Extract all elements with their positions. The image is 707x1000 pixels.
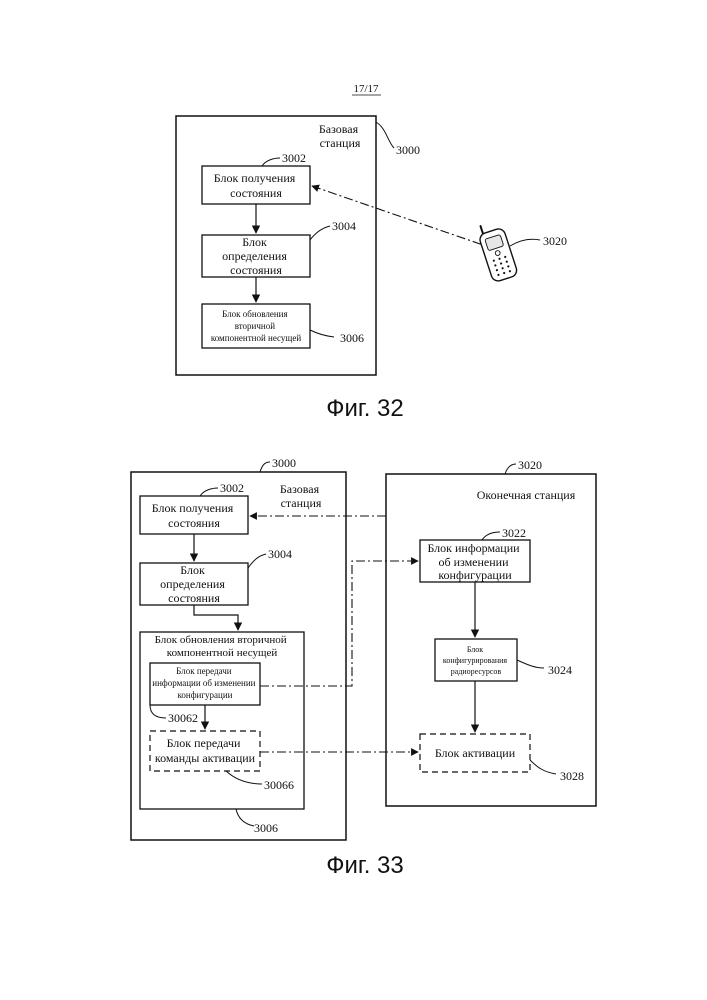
fig33-config-change-tx-label: Блок передачи информации об изменении ко… [152, 666, 257, 700]
fig33-state-determination-label: Блок определения состояния [160, 563, 228, 605]
fig32-state-acquisition-leader [262, 158, 280, 166]
fig33-config-change-tx-ref: 30062 [168, 711, 198, 725]
fig32-base-station-label: Базовая станция [319, 122, 361, 150]
fig33-state-determination-ref: 3004 [268, 547, 292, 561]
fig33-base-station-label: Базовая станция [280, 482, 322, 510]
fig32-scc-update-label: Блок обновления вторичной компонентной н… [211, 309, 302, 343]
fig33-link-cfgtx-to-info [260, 561, 418, 686]
fig33-config-change-info-leader [482, 532, 500, 540]
fig32-state-acquisition-label: Блок получения состояния [214, 171, 299, 200]
fig33-config-change-tx-leader [150, 705, 166, 718]
fig33-base-station-leader [260, 462, 270, 472]
fig33-scc-update-leader [236, 809, 254, 826]
fig33-activation-cmd-tx-leader [226, 771, 262, 784]
fig33-activation-cmd-tx-label: Блок передачи команды активации [155, 736, 256, 765]
fig33-base-station-ref: 3000 [272, 456, 296, 470]
fig33-state-acquisition-leader [200, 488, 218, 496]
page-number: 17/17 [353, 83, 379, 95]
fig33-activation-label: Блок активации [435, 746, 516, 760]
fig32-terminal-ref: 3020 [543, 234, 567, 248]
fig33-config-change-info-label: Блок информации об изменении конфигураци… [427, 541, 522, 582]
fig32-base-station-ref: 3000 [396, 143, 420, 157]
fig33-radio-config-ref: 3024 [548, 663, 572, 677]
fig32-base-station-leader [376, 122, 394, 148]
fig32-caption: Фиг. 32 [326, 395, 404, 422]
fig33-scc-update-ref: 3006 [254, 821, 278, 835]
fig33-scc-update-label: Блок обновления вторичной компонентной н… [155, 634, 290, 659]
fig33-state-acquisition-ref: 3002 [220, 481, 244, 495]
fig32-terminal-leader [510, 239, 540, 246]
figure-32: Базовая станция 3000 Блок получения сост… [176, 116, 567, 422]
mobile-phone-icon [476, 220, 519, 283]
fig33-terminal-station-ref: 3020 [518, 458, 542, 472]
fig33-radio-config-label: Блок конфигурирования радиоресурсов [443, 645, 509, 676]
fig33-activation-ref: 3028 [560, 769, 584, 783]
fig33-state-determination-leader [248, 554, 266, 568]
fig32-state-determination-label: Блок определения состояния [222, 235, 290, 277]
fig32-scc-update-leader [310, 330, 334, 337]
fig33-activation-leader [530, 760, 556, 774]
fig33-activation-cmd-tx-ref: 30066 [264, 778, 294, 792]
fig33-state-acquisition-label: Блок получения состояния [152, 501, 237, 530]
figure-33: 3000 Базовая станция Блок получения сост… [131, 456, 596, 879]
fig32-state-determination-ref: 3004 [332, 219, 356, 233]
fig33-arrow-det-to-upd [194, 605, 238, 630]
fig32-state-determination-leader [310, 226, 330, 240]
fig32-scc-update-ref: 3006 [340, 331, 364, 345]
fig32-link-terminal-to-acq [312, 186, 486, 246]
fig33-terminal-station-label: Оконечная станция [477, 488, 576, 502]
fig32-state-acquisition-ref: 3002 [282, 151, 306, 165]
fig33-caption: Фиг. 33 [326, 852, 404, 879]
fig33-radio-config-leader [517, 660, 544, 668]
fig33-terminal-station-leader [505, 464, 516, 474]
fig33-config-change-info-ref: 3022 [502, 526, 526, 540]
